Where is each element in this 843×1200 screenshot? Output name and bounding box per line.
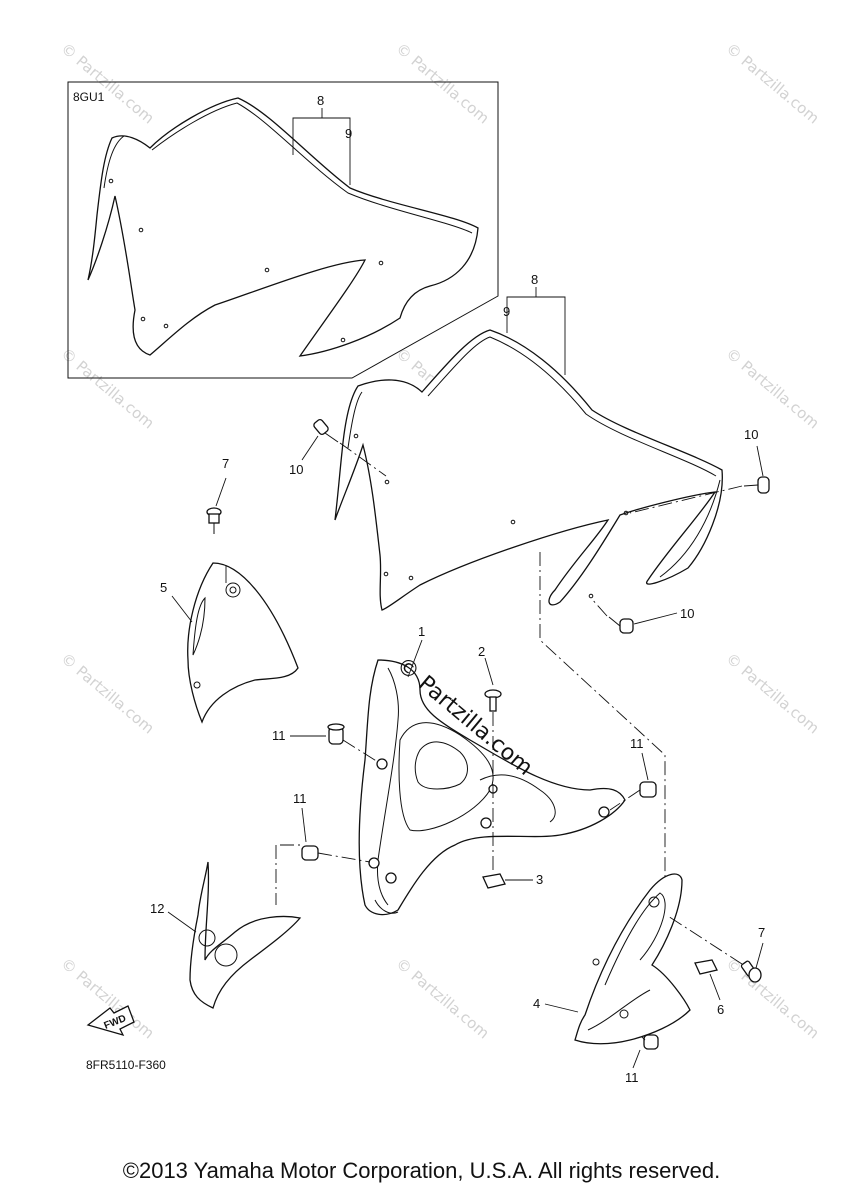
- callout-9: 9: [345, 126, 352, 141]
- watermark: © Partzilla.com: [722, 649, 822, 737]
- screw-10-bottom: 10: [590, 597, 694, 634]
- callout-12: 12: [150, 901, 164, 916]
- windshield: 8 9: [334, 272, 723, 611]
- watermark: © Partzilla.com: [722, 344, 822, 432]
- callout-11: 11: [630, 736, 644, 751]
- callout-10: 10: [680, 606, 694, 621]
- callout-6: 6: [717, 1002, 724, 1017]
- screw-7-right: 7: [667, 915, 765, 983]
- watermark: © Partzilla.com: [57, 344, 157, 432]
- inset-label: 8GU1: [73, 90, 105, 104]
- callout-2: 2: [478, 644, 485, 659]
- callout-7: 7: [758, 925, 765, 940]
- grommet-11-c: 11: [275, 791, 371, 905]
- callout-11: 11: [272, 728, 286, 743]
- grommet-11-a: 11: [272, 723, 379, 763]
- inset-windshield: [87, 97, 479, 357]
- callout-8: 8: [317, 93, 324, 108]
- nut-3: 3: [482, 872, 543, 889]
- watermark: © Partzilla.com: [722, 954, 822, 1042]
- bolt-2: 2: [478, 644, 502, 870]
- watermark: © Partzilla.com: [392, 954, 492, 1042]
- watermark: © Partzilla.com: [57, 649, 157, 737]
- screw-10-right: 10: [629, 427, 770, 514]
- nut-6: 6: [694, 959, 724, 1017]
- diagram-code: 8FR5110-F360: [86, 1058, 166, 1072]
- callout-10: 10: [744, 427, 758, 442]
- callout-1: 1: [418, 624, 425, 639]
- watermark: © Partzilla.com: [722, 39, 822, 127]
- callout-4: 4: [533, 996, 540, 1011]
- callout-7: 7: [222, 456, 229, 471]
- panel-12: 12: [150, 861, 302, 1009]
- screw-7-top: 7: [206, 456, 229, 534]
- cowling-1: 1: [358, 624, 626, 916]
- alignment-line: [539, 552, 666, 890]
- callout-11: 11: [625, 1070, 639, 1085]
- callout-3: 3: [536, 872, 543, 887]
- callout-11: 11: [293, 791, 307, 806]
- side-panel-5: 5: [160, 562, 299, 724]
- screw-10-left: 10: [289, 419, 387, 477]
- side-panel-4: 4: [533, 873, 691, 1045]
- fwd-arrow: FWD: [86, 1005, 135, 1037]
- inset-8gu1: 8GU1 8 9: [67, 81, 499, 379]
- callout-8: 8: [531, 272, 538, 287]
- callout-10: 10: [289, 462, 303, 477]
- watermark: © Partzilla.com: [57, 39, 157, 127]
- copyright-notice: ©2013 Yamaha Motor Corporation, U.S.A. A…: [122, 1158, 721, 1183]
- callout-5: 5: [160, 580, 167, 595]
- callout-9: 9: [503, 304, 510, 319]
- grommet-11-b: 11: [609, 736, 657, 811]
- watermark: © Partzilla.com: [392, 39, 492, 127]
